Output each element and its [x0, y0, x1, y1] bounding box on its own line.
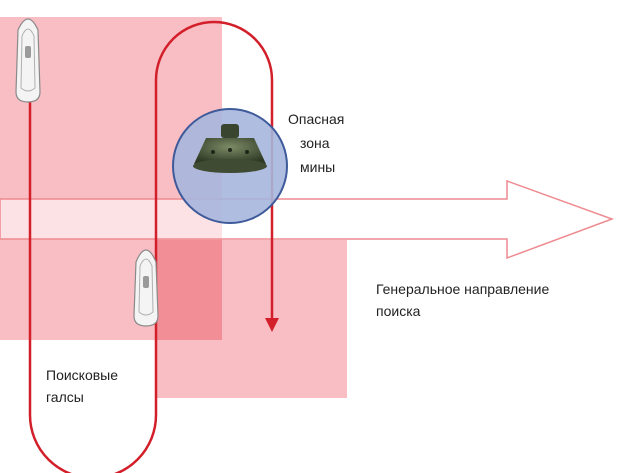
search-tacks-label-line2: галсы [46, 389, 84, 405]
direction-label-line2: поиска [376, 303, 421, 319]
danger-zone-label-line2: зона [300, 135, 330, 151]
direction-label-line1: Генеральное направление [376, 281, 550, 297]
danger-zone-label-line3: мины [300, 159, 336, 175]
search-route-line [28, 20, 274, 473]
route-arrow-head [265, 318, 279, 332]
general-direction-arrow [0, 179, 615, 260]
boat-icon [15, 18, 41, 103]
danger-zone-label-line1: Опасная [288, 111, 345, 127]
boat-icon [133, 249, 159, 327]
swept-area-overlap [155, 240, 222, 340]
search-tacks-label-line1: Поисковые [46, 367, 119, 383]
sea-mine-icon [193, 124, 267, 173]
